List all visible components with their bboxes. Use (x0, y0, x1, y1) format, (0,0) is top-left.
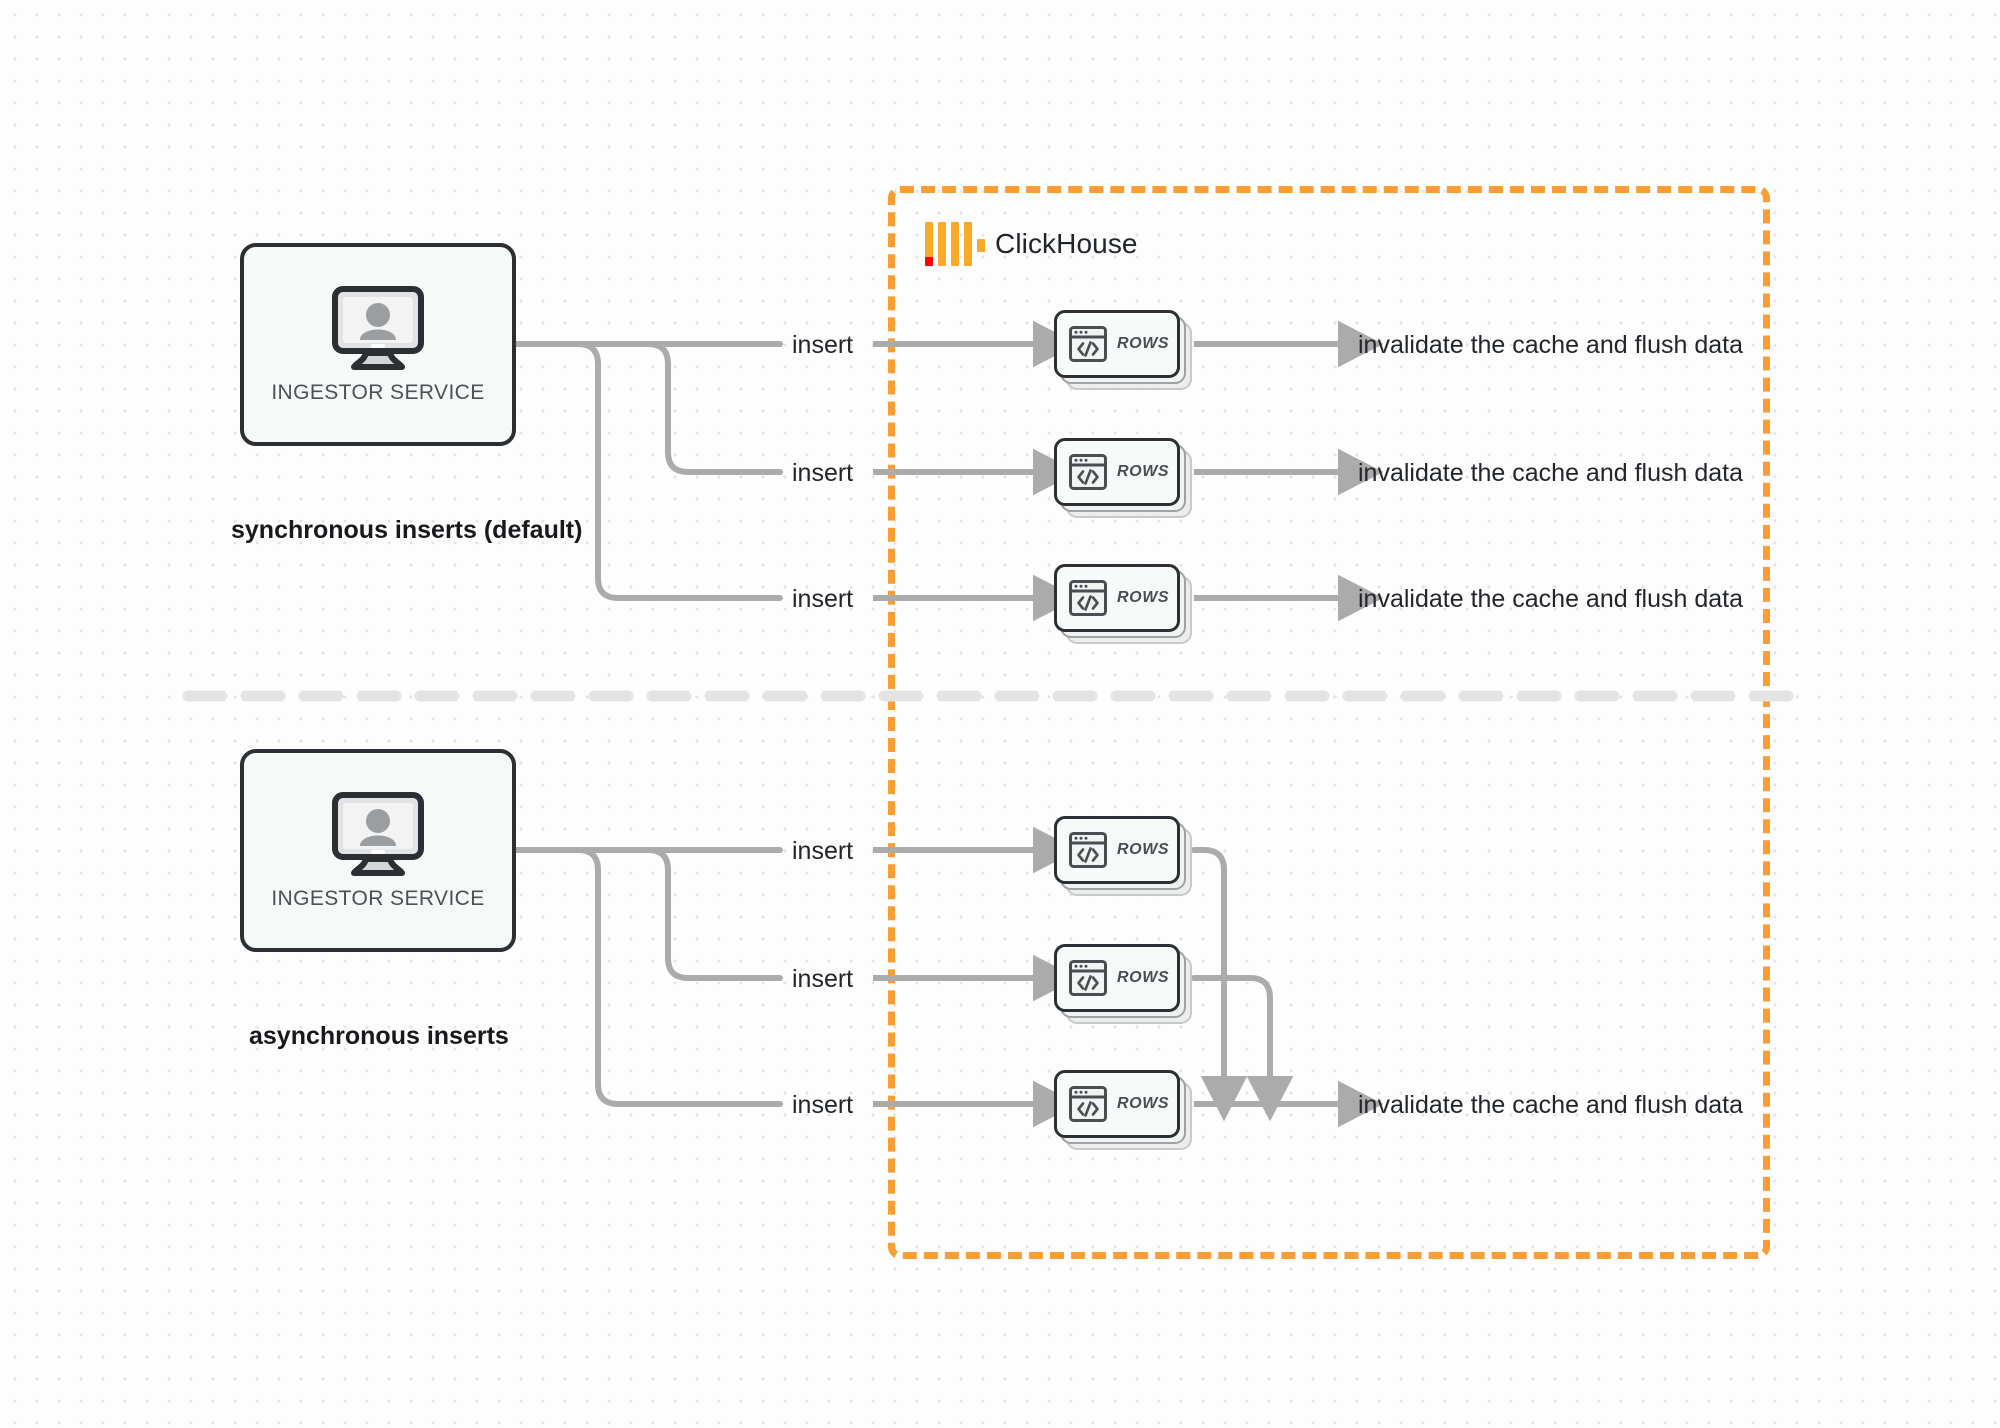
rows-card[interactable]: ROWS (1054, 310, 1180, 378)
insert-label-async-3: insert (792, 1091, 854, 1119)
rows-node-sync-3[interactable]: ROWS (1054, 564, 1192, 644)
rows-card[interactable]: ROWS (1054, 816, 1180, 884)
rows-label: ROWS (1117, 589, 1170, 606)
code-window-icon (1069, 960, 1107, 996)
clickhouse-label: ClickHouse (995, 228, 1138, 259)
rows-card[interactable]: ROWS (1054, 564, 1180, 632)
clickhouse-boundary-region (888, 186, 1770, 1259)
code-window-icon (1069, 832, 1107, 868)
rows-card[interactable]: ROWS (1054, 944, 1180, 1012)
insert-label-sync-3: insert (792, 585, 854, 613)
rows-card[interactable]: ROWS (1054, 1070, 1180, 1138)
rows-node-sync-2[interactable]: ROWS (1054, 438, 1192, 518)
invalidate-label-sync-2: invalidate the cache and flush data (1358, 459, 1743, 487)
code-window-icon (1069, 1086, 1107, 1122)
rows-node-async-1[interactable]: ROWS (1054, 816, 1192, 896)
ingestor-service-label: INGESTOR SERVICE (271, 380, 485, 404)
rows-node-async-3[interactable]: ROWS (1054, 1070, 1192, 1150)
ingestor-service-asynchronous[interactable]: INGESTOR SERVICE (240, 749, 516, 952)
rows-label: ROWS (1117, 463, 1170, 480)
clickhouse-brand: ClickHouse (925, 222, 1138, 266)
monitor-user-icon (332, 285, 424, 370)
code-window-icon (1069, 454, 1107, 490)
code-window-icon (1069, 326, 1107, 362)
insert-label-sync-2: insert (792, 459, 854, 487)
rows-card[interactable]: ROWS (1054, 438, 1180, 506)
insert-label-sync-1: insert (792, 331, 854, 359)
ingestor-service-label: INGESTOR SERVICE (271, 886, 485, 910)
rows-label: ROWS (1117, 335, 1170, 352)
invalidate-label-sync-1: invalidate the cache and flush data (1358, 331, 1743, 359)
section-caption-asynchronous: asynchronous inserts (249, 1022, 509, 1050)
rows-node-async-2[interactable]: ROWS (1054, 944, 1192, 1024)
section-caption-synchronous: synchronous inserts (default) (231, 516, 583, 544)
clickhouse-logo-icon (925, 222, 985, 266)
rows-label: ROWS (1117, 969, 1170, 986)
code-window-icon (1069, 580, 1107, 616)
insert-label-async-1: insert (792, 837, 854, 865)
rows-label: ROWS (1117, 841, 1170, 858)
invalidate-label-sync-3: invalidate the cache and flush data (1358, 585, 1743, 613)
rows-label: ROWS (1117, 1095, 1170, 1112)
ingestor-service-synchronous[interactable]: INGESTOR SERVICE (240, 243, 516, 446)
invalidate-label-async: invalidate the cache and flush data (1358, 1091, 1743, 1119)
monitor-user-icon (332, 791, 424, 876)
rows-node-sync-1[interactable]: ROWS (1054, 310, 1192, 390)
insert-label-async-2: insert (792, 965, 854, 993)
